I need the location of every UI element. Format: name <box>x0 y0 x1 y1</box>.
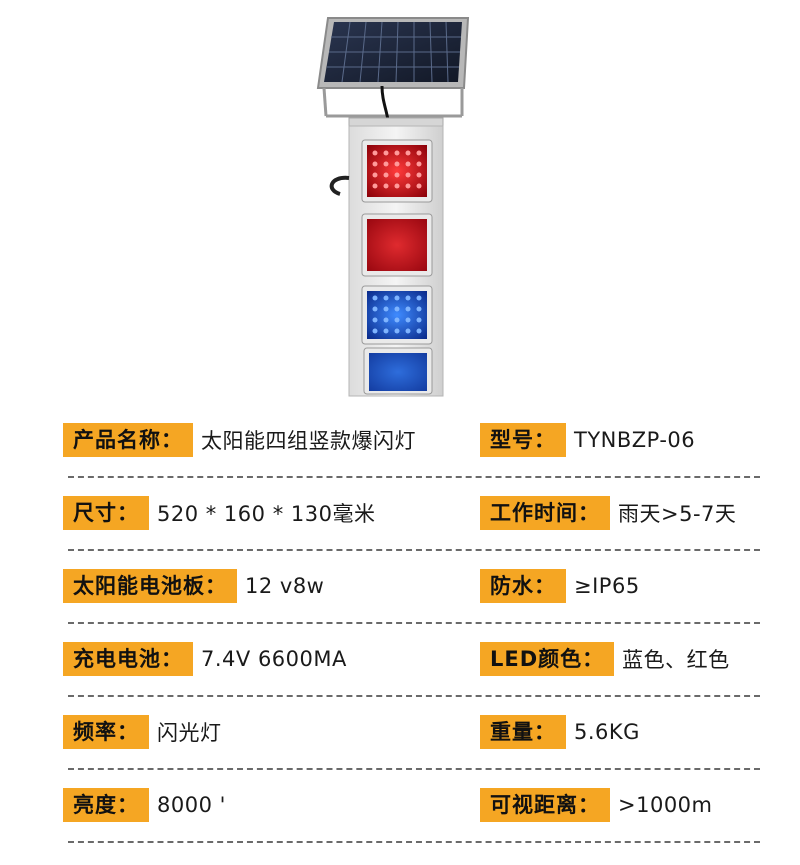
spec-label: 可视距离： <box>480 788 610 822</box>
lamp-blue-1 <box>361 285 433 345</box>
row-divider <box>68 549 760 551</box>
spec-cell: 防水： ≥IP65 <box>480 569 640 603</box>
spec-label: 工作时间： <box>480 496 610 530</box>
spec-value: 太阳能四组竖款爆闪灯 <box>201 429 416 453</box>
spec-value: 雨天>5-7天 <box>618 502 737 526</box>
spec-label: 太阳能电池板： <box>63 569 237 603</box>
row-divider <box>68 622 760 624</box>
spec-value: 5.6KG <box>574 720 640 744</box>
spec-value: 520 * 160 * 130毫米 <box>157 502 376 526</box>
spec-row: 频率： 闪光灯 重量： 5.6KG <box>0 697 800 770</box>
spec-label: 充电电池： <box>63 642 193 676</box>
spec-value: >1000m <box>618 793 713 817</box>
spec-cell: 可视距离： >1000m <box>480 788 713 822</box>
row-divider <box>68 476 760 478</box>
spec-label: 尺寸： <box>63 496 149 530</box>
spec-row: 亮度： 8000 ' 可视距离： >1000m <box>0 770 800 843</box>
spec-cell: 工作时间： 雨天>5-7天 <box>480 496 736 530</box>
lamp-red-2 <box>361 213 433 277</box>
spec-cell: 频率： 闪光灯 <box>63 715 222 749</box>
spec-label: 防水： <box>480 569 566 603</box>
spec-row: 充电电池： 7.4V 6600MA LED颜色： 蓝色、红色 <box>0 624 800 697</box>
spec-cell: LED颜色： 蓝色、红色 <box>480 642 730 676</box>
spec-label: 产品名称： <box>63 423 193 457</box>
spec-label: 亮度： <box>63 788 149 822</box>
spec-cell: 重量： 5.6KG <box>480 715 640 749</box>
row-divider <box>68 695 760 697</box>
spec-cell: 亮度： 8000 ' <box>63 788 226 822</box>
spec-label: 型号： <box>480 423 566 457</box>
spec-row: 尺寸： 520 * 160 * 130毫米 工作时间： 雨天>5-7天 <box>0 478 800 551</box>
spec-value: 12 v8w <box>245 574 325 598</box>
spec-cell: 太阳能电池板： 12 v8w <box>63 569 324 603</box>
spec-value: 闪光灯 <box>157 721 222 745</box>
lamp-blue-2 <box>363 347 433 395</box>
spec-value: TYNBZP-06 <box>574 428 696 452</box>
spec-label: 重量： <box>480 715 566 749</box>
solar-panel <box>316 17 470 121</box>
product-image <box>316 17 470 397</box>
spec-table: 产品名称： 太阳能四组竖款爆闪灯 型号： TYNBZP-06 尺寸： 520 *… <box>0 405 800 843</box>
spec-cell: 尺寸： 520 * 160 * 130毫米 <box>63 496 375 530</box>
spec-row: 太阳能电池板： 12 v8w 防水： ≥IP65 <box>0 551 800 624</box>
spec-value: ≥IP65 <box>574 574 640 598</box>
spec-cell: 充电电池： 7.4V 6600MA <box>63 642 347 676</box>
row-divider <box>68 841 760 843</box>
spec-label: LED颜色： <box>480 642 615 676</box>
spec-value: 蓝色、红色 <box>622 648 730 672</box>
spec-value: 7.4V 6600MA <box>201 647 347 671</box>
spec-cell: 产品名称： 太阳能四组竖款爆闪灯 <box>63 423 416 457</box>
spec-row: 产品名称： 太阳能四组竖款爆闪灯 型号： TYNBZP-06 <box>0 405 800 478</box>
row-divider <box>68 768 760 770</box>
spec-cell: 型号： TYNBZP-06 <box>480 423 695 457</box>
lamp-red-1 <box>361 139 433 203</box>
spec-value: 8000 ' <box>157 793 226 817</box>
spec-label: 频率： <box>63 715 149 749</box>
